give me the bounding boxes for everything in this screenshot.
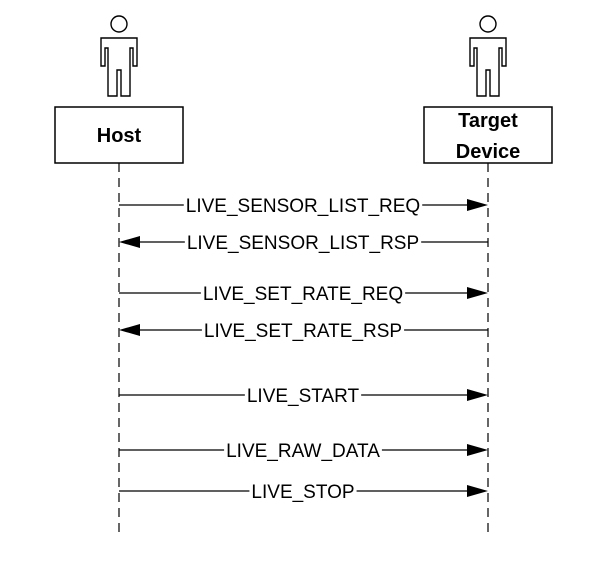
message-label-background [200, 282, 406, 304]
message-label: LIVE_RAW_DATA [226, 441, 380, 462]
message-label-background [249, 480, 357, 502]
arrowhead-icon [467, 485, 488, 497]
message-1: LIVE_SENSOR_LIST_REQ [119, 194, 488, 217]
host-box [54, 106, 184, 164]
message-label-background [184, 231, 422, 253]
message-label: LIVE_SENSOR_LIST_RSP [187, 233, 419, 254]
message-label-background [224, 439, 382, 461]
message-label-background [201, 319, 405, 341]
host-label: Host [97, 125, 142, 147]
message-label: LIVE_START [247, 386, 360, 407]
message-2: LIVE_SENSOR_LIST_RSP [119, 231, 488, 254]
arrowhead-icon [467, 199, 488, 211]
target-label-line2: Device [456, 141, 521, 163]
arrowhead-icon [467, 287, 488, 299]
arrowhead-icon [467, 389, 488, 401]
message-5: LIVE_START [119, 384, 488, 407]
arrowhead-icon [467, 444, 488, 456]
target-label-line1: Target [458, 110, 518, 132]
message-label: LIVE_SENSOR_LIST_REQ [186, 196, 420, 217]
message-7: LIVE_STOP [119, 480, 488, 503]
message-6: LIVE_RAW_DATA [119, 439, 488, 462]
arrowhead-icon [119, 236, 140, 248]
message-label-background [244, 384, 362, 406]
message-label: LIVE_SET_RATE_REQ [203, 284, 403, 305]
target-box [423, 106, 553, 164]
host-person-icon [100, 15, 138, 97]
message-4: LIVE_SET_RATE_RSP [119, 319, 488, 342]
target-actor: Target Device [423, 15, 553, 535]
host-actor: Host [54, 15, 184, 535]
messages: LIVE_SENSOR_LIST_REQ LIVE_SENSOR_LIST_RSP… [119, 194, 488, 503]
message-label: LIVE_STOP [251, 482, 354, 503]
target-person-icon [469, 15, 507, 97]
message-label: LIVE_SET_RATE_RSP [204, 321, 402, 342]
message-label-background [183, 194, 423, 216]
arrowhead-icon [119, 324, 140, 336]
message-3: LIVE_SET_RATE_REQ [119, 282, 488, 305]
